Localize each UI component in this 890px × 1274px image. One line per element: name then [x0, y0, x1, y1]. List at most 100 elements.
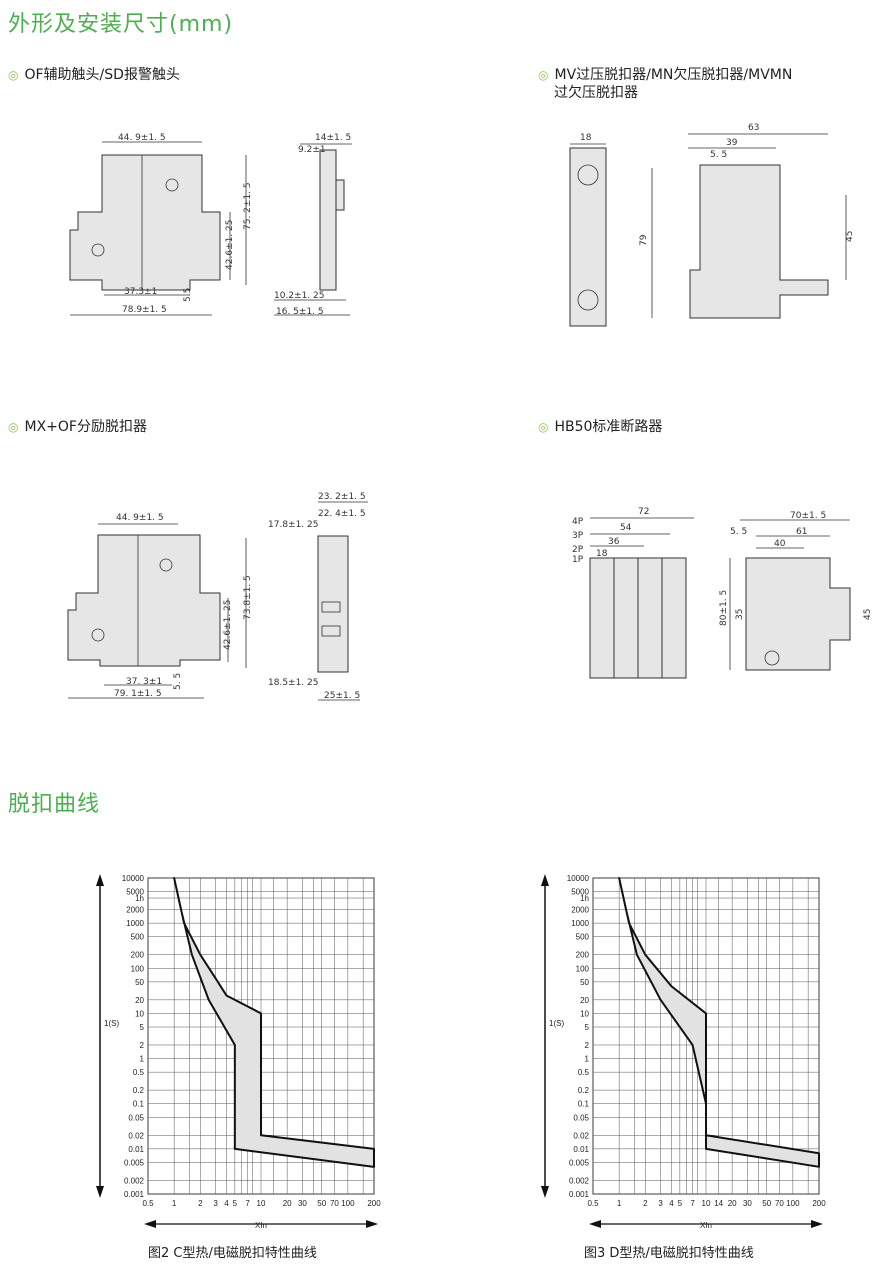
caption-c-curve: 图2 C型热/电磁脱扣特性曲线	[148, 1246, 317, 1261]
y-tick-label: 10000	[122, 874, 145, 883]
trip-band	[618, 877, 820, 1168]
mv-mn-drawing: 18 79 63 39 5. 5 45	[569, 123, 855, 327]
dim-mx-side2: 22. 4±1. 5	[318, 509, 366, 519]
y-tick-label: 1000	[126, 919, 144, 928]
dim-of-side1: 14±1. 5	[315, 133, 351, 143]
y-tick-label: 2	[140, 1041, 145, 1050]
x-tick-label: 20	[728, 1199, 737, 1208]
x-tick-label: 3	[213, 1199, 218, 1208]
subtitle-hb50: ◎HB50标准断路器	[538, 419, 663, 435]
x-tick-label: 200	[367, 1199, 381, 1208]
y-tick-label: 0.2	[133, 1086, 145, 1095]
dim-mx-h1: 73.8±1. 5	[243, 575, 253, 620]
dim-mx-w2: 37. 3±1	[126, 677, 162, 687]
dim-hb-36: 36	[608, 537, 620, 547]
dim-mx-h2: 42.6±1. 25	[223, 600, 233, 650]
dim-of-side2: 9.2±1	[298, 145, 326, 155]
dim-hb-72: 72	[638, 507, 649, 517]
dim-hb-54: 54	[620, 523, 632, 533]
y-tick-label: 500	[576, 933, 590, 942]
x-tick-label: 50	[317, 1199, 326, 1208]
trip-band	[173, 877, 375, 1168]
subtitle-of-sd: ◎OF辅助触头/SD报警触头	[8, 67, 180, 83]
y-tick-label: 100	[576, 964, 590, 973]
x-tick-label: 30	[298, 1199, 307, 1208]
dim-mv-w4: 5. 5	[710, 150, 727, 160]
dim-mx-side1: 23. 2±1. 5	[318, 492, 366, 502]
y-tick-label: 5	[585, 1023, 590, 1032]
c-curve-chart: 1000050001h200010005002001005020105210.5…	[96, 874, 381, 1230]
dim-of-h2: 42.6±1. 25	[225, 220, 235, 270]
dim-mv-w3: 39	[726, 138, 738, 148]
bullet-icon: ◎	[8, 68, 19, 82]
y-tick-label: 10000	[567, 874, 590, 883]
arrow-right-icon	[811, 1220, 823, 1228]
dim-hb-70: 70±1. 5	[790, 511, 826, 521]
x-tick-label: 1	[617, 1199, 622, 1208]
y-tick-label: 2000	[571, 906, 589, 915]
y-axis-label: 1(S)	[549, 1019, 564, 1028]
y-tick-label: 0.01	[128, 1145, 144, 1154]
dim-hb-35: 35	[735, 609, 745, 620]
x-tick-label: 2	[643, 1199, 648, 1208]
x-tick-label: 30	[743, 1199, 752, 1208]
x-tick-label: 4	[669, 1199, 674, 1208]
dim-mx-w3: 79. 1±1. 5	[114, 689, 162, 699]
dim-hb-61: 61	[796, 527, 807, 537]
y-axis-label: 1(S)	[104, 1019, 119, 1028]
x-tick-label: 3	[658, 1199, 663, 1208]
y-tick-label: 0.02	[128, 1131, 144, 1140]
x-tick-label: 4	[224, 1199, 229, 1208]
dim-of-w2: 37.3±1	[124, 287, 157, 297]
y-tick-label: 1000	[571, 919, 589, 928]
dim-hb-45: 45	[863, 609, 873, 620]
y-tick-label: 0.2	[578, 1086, 590, 1095]
dim-mv-h2: 45	[845, 231, 855, 242]
y-tick-label: 50	[580, 978, 589, 987]
y-tick-label: 100	[131, 964, 145, 973]
dim-mx-w1: 44. 9±1. 5	[116, 513, 164, 523]
dim-hb-18: 18	[596, 549, 608, 559]
x-tick-label: 50	[762, 1199, 771, 1208]
x-tick-label: 1	[172, 1199, 177, 1208]
dim-mv-w1: 18	[580, 133, 592, 143]
x-tick-label: 70	[775, 1199, 784, 1208]
dimensions-heading: 外形及安装尺寸(mm)	[8, 12, 234, 37]
x-tick-label: 10	[257, 1199, 266, 1208]
bullet-icon: ◎	[8, 420, 19, 434]
x-tick-label: 0.5	[587, 1199, 599, 1208]
y-tick-label: 2	[585, 1041, 590, 1050]
x-tick-label: 10	[702, 1199, 711, 1208]
x-tick-label: 0.5	[142, 1199, 154, 1208]
caption-d-curve: 图3 D型热/电磁脱扣特性曲线	[584, 1246, 754, 1261]
dim-mx-side3: 17.8±1. 25	[268, 520, 318, 530]
dim-hb-55: 5. 5	[730, 527, 747, 537]
y-tick-label: 500	[131, 933, 145, 942]
of-sd-drawing: 44. 9±1. 5 75. 2±1. 5 42.6±1. 25 37.3±1 …	[69, 133, 352, 317]
y-tick-label: 0.05	[573, 1113, 589, 1122]
y-tick-label: 1	[140, 1055, 145, 1064]
y-tick-label: 20	[580, 996, 589, 1005]
y-tick-label: 0.5	[133, 1068, 145, 1077]
y-tick-label: 10	[135, 1009, 144, 1018]
dim-of-w3: 78.9±1. 5	[122, 305, 167, 315]
y-tick-label: 0.01	[573, 1145, 589, 1154]
y-tick-label: 2000	[126, 906, 144, 915]
curves-heading: 脱扣曲线	[8, 792, 101, 817]
arrow-down-icon	[96, 1186, 104, 1198]
dim-of-side3: 10.2±1. 25	[274, 291, 324, 301]
y-tick-label: 0.001	[569, 1190, 590, 1199]
x-tick-label: 7	[690, 1199, 695, 1208]
dim-of-w1: 44. 9±1. 5	[118, 133, 166, 143]
dim-hb-1p: 1P	[572, 555, 584, 565]
y-tick-label: 200	[131, 951, 145, 960]
dim-mv-w2: 63	[748, 123, 759, 133]
dim-hb-40: 40	[774, 539, 786, 549]
dim-hb-2p: 2P	[572, 545, 584, 555]
x-tick-label: 100	[341, 1199, 355, 1208]
subtitle-mx-of: ◎MX+OF分励脱扣器	[8, 419, 147, 435]
y-tick-label: 20	[135, 996, 144, 1005]
y-tick-label: 200	[576, 951, 590, 960]
y-tick-label: 0.1	[578, 1100, 590, 1109]
